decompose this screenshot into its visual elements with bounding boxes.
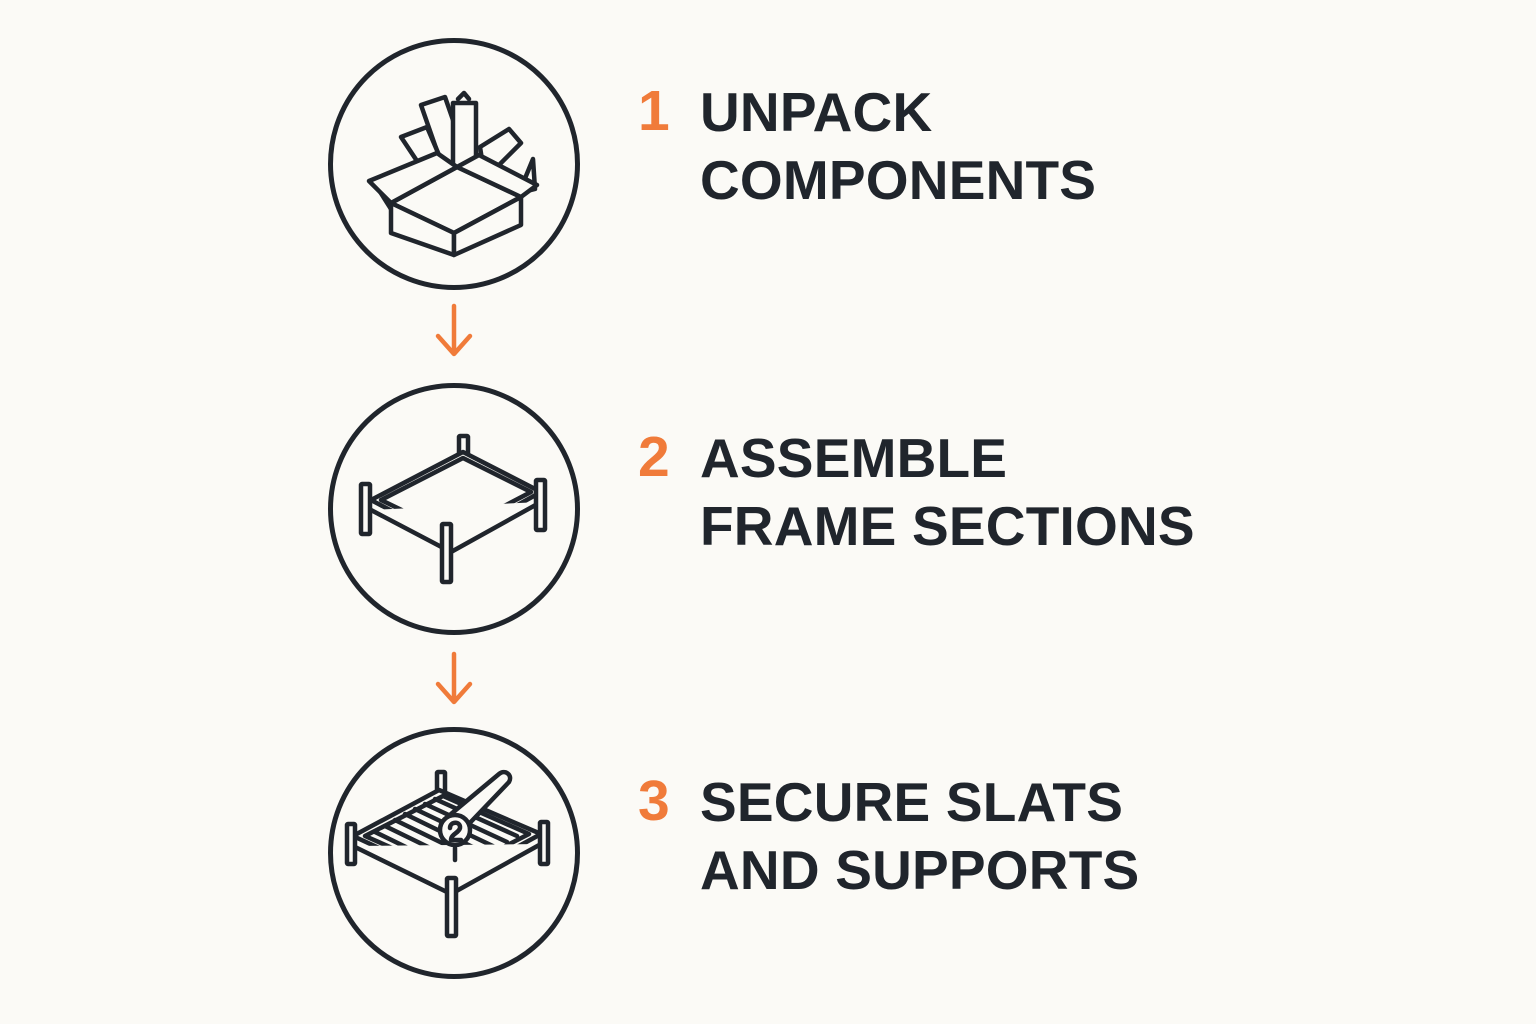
step-3-title: SECURE SLATS AND SUPPORTS xyxy=(700,768,1139,904)
open-box-with-boards-icon xyxy=(366,90,540,258)
down-arrow-icon xyxy=(435,651,473,705)
step-2-title: ASSEMBLE FRAME SECTIONS xyxy=(700,424,1195,560)
bed-frame-icon xyxy=(358,433,548,585)
step-3-icon-circle xyxy=(328,727,580,979)
bed-frame-with-slats-and-wrench-icon xyxy=(344,769,551,939)
step-3-number: 3 xyxy=(638,769,670,833)
step-2-title-line-1: ASSEMBLE xyxy=(700,427,1008,489)
step-1-title-line-2: COMPONENTS xyxy=(700,149,1097,211)
step-3-label: 3 SECURE SLATS AND SUPPORTS xyxy=(638,768,1139,904)
step-2-number: 2 xyxy=(638,425,670,489)
step-2-icon-circle xyxy=(328,383,580,635)
step-2-title-line-2: FRAME SECTIONS xyxy=(700,495,1195,557)
step-2-label: 2 ASSEMBLE FRAME SECTIONS xyxy=(638,424,1195,560)
step-1-number: 1 xyxy=(638,79,670,143)
step-3-title-line-2: AND SUPPORTS xyxy=(700,839,1140,901)
step-3-title-line-1: SECURE SLATS xyxy=(700,771,1124,833)
step-1-icon-circle xyxy=(328,38,580,290)
step-1-label: 1 UNPACK COMPONENTS xyxy=(638,78,1096,214)
step-1-title-line-1: UNPACK xyxy=(700,81,933,143)
step-1-title: UNPACK COMPONENTS xyxy=(700,78,1096,214)
down-arrow-icon xyxy=(435,303,473,357)
